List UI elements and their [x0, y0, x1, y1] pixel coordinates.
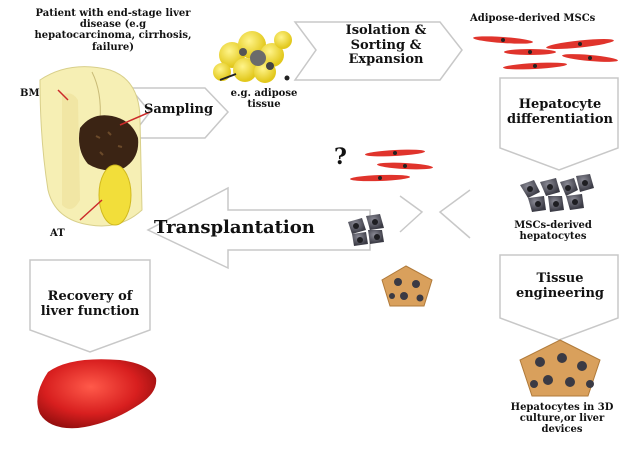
- hepatocyte-differentiation-label: Hepatocyte differentiation: [502, 98, 618, 127]
- at-label: AT: [50, 228, 65, 239]
- question-mscs-cells: [350, 148, 433, 182]
- adipose-leg-illustration: [99, 165, 131, 225]
- msc-derived-hepatocytes-cluster: [520, 174, 594, 212]
- msc-derived-hepatocytes-label: MSCs-derived hepatocytes: [498, 220, 608, 242]
- tissue-engineering-label: Tissue engineering: [502, 272, 618, 301]
- tissue-scaffold: [520, 340, 600, 396]
- recovered-liver-illustration: [37, 359, 156, 428]
- adipose-example-label: e.g. adipose tissue: [226, 88, 302, 110]
- patient-label: Patient with end-stage liver disease (e.…: [28, 8, 198, 53]
- transplantation-label: Transplantation: [154, 218, 315, 238]
- bm-label: BM: [20, 88, 40, 99]
- adipose-tissue-cluster: [213, 31, 292, 83]
- transplant-scaffold: [382, 266, 432, 306]
- sampling-label: Sampling: [144, 103, 213, 118]
- question-mark: ?: [334, 145, 347, 170]
- hepatocytes-3d-label: Hepatocytes in 3D culture,or liver devic…: [502, 402, 622, 436]
- adipose-mscs-label: Adipose-derived MSCs: [470, 13, 635, 24]
- isolation-label: Isolation & Sorting & Expansion: [330, 24, 442, 68]
- recovery-label: Recovery of liver function: [32, 290, 148, 319]
- adipose-mscs-cells: [473, 35, 618, 71]
- arrow-bracket: [400, 190, 470, 238]
